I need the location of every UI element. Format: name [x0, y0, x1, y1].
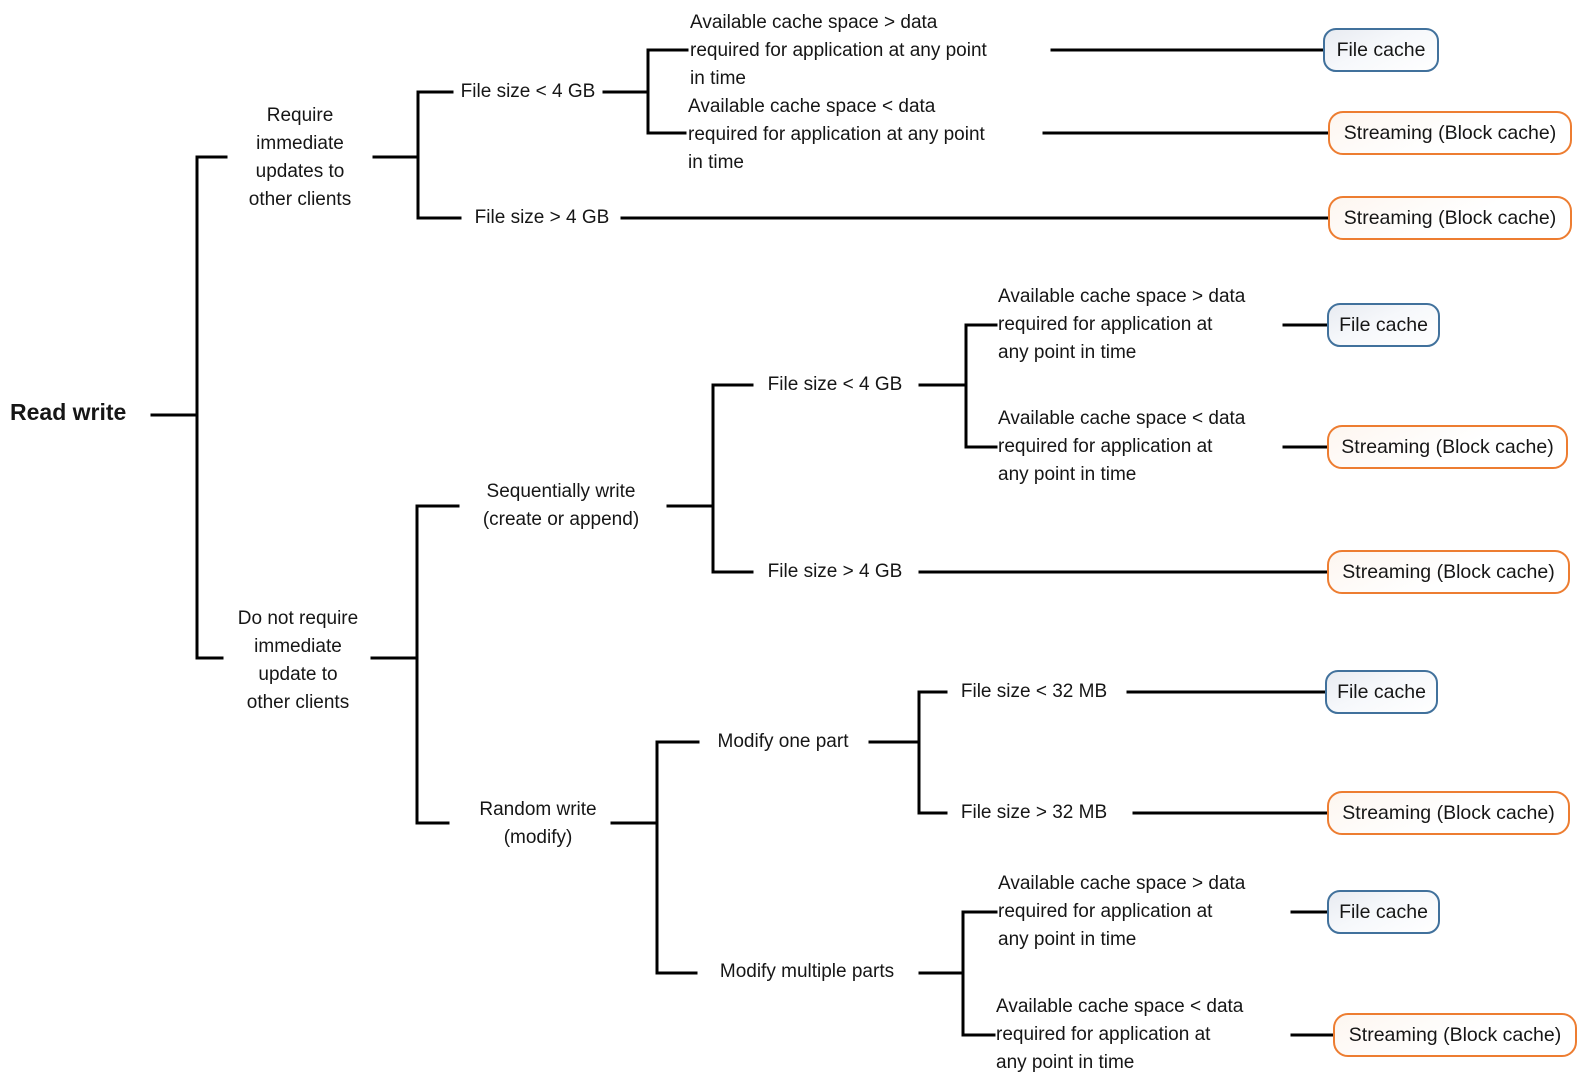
node-file-size-gt-32mb: File size > 32 MB [960, 802, 1108, 823]
node-random-write: Random write (modify) [479, 799, 597, 848]
outcome-file-cache-1: File cache [1323, 28, 1439, 72]
node-modify-one-part: Modify one part [717, 731, 849, 752]
node-file-size-lt-32mb: File size < 32 MB [960, 681, 1108, 702]
outcome-streaming-6: Streaming (Block cache) [1333, 1013, 1577, 1057]
node-cache-space-lt-data-top: Available cache space < data required fo… [688, 96, 985, 173]
node-modify-multiple-parts: Modify multiple parts [719, 961, 895, 982]
node-do-not-require-immediate-update: Do not require immediate update to other… [237, 608, 359, 713]
node-file-size-gt-4gb-top: File size > 4 GB [474, 207, 610, 228]
node-file-size-lt-4gb-top: File size < 4 GB [460, 81, 596, 102]
outcome-streaming-2: Streaming (Block cache) [1328, 196, 1572, 240]
node-cache-space-lt-data-seq: Available cache space < data required fo… [998, 408, 1246, 485]
outcome-streaming-5: Streaming (Block cache) [1327, 791, 1570, 835]
outcome-file-cache-4: File cache [1327, 890, 1440, 934]
outcome-streaming-1: Streaming (Block cache) [1328, 111, 1572, 155]
outcome-file-cache-2: File cache [1327, 303, 1440, 347]
outcome-streaming-3: Streaming (Block cache) [1327, 425, 1568, 469]
node-file-size-gt-4gb-seq: File size > 4 GB [767, 561, 903, 582]
node-read-write: Read write [10, 399, 127, 425]
node-cache-space-gt-data-top: Available cache space > data required fo… [690, 12, 987, 89]
node-require-immediate-updates: Require immediate updates to other clien… [248, 105, 352, 210]
outcome-streaming-4: Streaming (Block cache) [1327, 550, 1570, 594]
node-sequentially-write: Sequentially write (create or append) [482, 481, 640, 530]
node-cache-space-gt-data-multi: Available cache space > data required fo… [998, 873, 1246, 950]
node-cache-space-gt-data-seq: Available cache space > data required fo… [998, 286, 1246, 363]
node-file-size-lt-4gb-seq: File size < 4 GB [767, 374, 903, 395]
node-cache-space-lt-data-multi: Available cache space < data required fo… [996, 996, 1244, 1073]
outcome-file-cache-3: File cache [1325, 670, 1438, 714]
